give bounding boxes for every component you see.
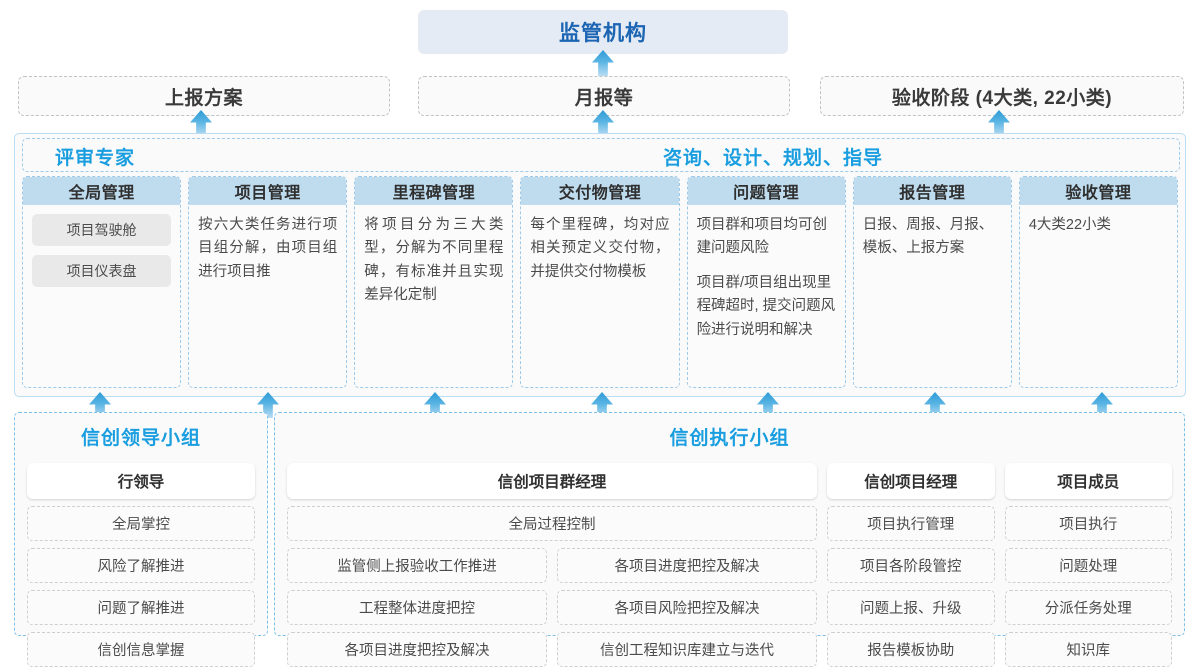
chip-item[interactable]: 项目仪表盘	[32, 255, 172, 287]
leading-group-role[interactable]: 行领导	[27, 463, 255, 499]
column-title: 报告管理	[853, 177, 1011, 205]
management-columns: 全局管理 项目驾驶舱 项目仪表盘 项目管理 按六大类任务进行项目组分解，由项目组…	[22, 176, 1178, 388]
report-box-plan: 上报方案	[18, 76, 390, 116]
report-box-acceptance: 验收阶段 (4大类, 22小类)	[820, 76, 1184, 116]
list-item[interactable]: 全局过程控制	[287, 506, 817, 541]
column-paragraph: 每个里程碑，均对应相关预定义交付物，并提供交付物模板	[530, 217, 670, 280]
list-item[interactable]: 风险了解推进	[27, 548, 255, 583]
exec-project-manager: 信创项目经理 项目执行管理 项目各阶段管控 问题上报、升级 报告模板协助	[827, 463, 995, 667]
program-manager-row: 工程整体进度把控 各项目风险把控及解决	[287, 590, 817, 625]
exec-role-project-manager[interactable]: 信创项目经理	[827, 463, 995, 499]
program-manager-row: 监管侧上报验收工作推进 各项目进度把控及解决	[287, 548, 817, 583]
exec-role-program-manager[interactable]: 信创项目群经理	[287, 463, 817, 499]
column-issue-management[interactable]: 问题管理 项目群和项目均可创建问题风险 项目群/项目组出现里程碑超时, 提交问题…	[686, 176, 846, 388]
column-paragraph: 4大类22小类	[1028, 217, 1112, 233]
leading-group-stack: 行领导 全局掌控 风险了解推进 问题了解推进 信创信息掌握	[27, 463, 255, 667]
exec-group-columns: 信创项目群经理 全局过程控制 监管侧上报验收工作推进 各项目进度把控及解决 工程…	[287, 463, 1172, 667]
regulator-label: 监管机构	[559, 22, 647, 45]
column-title: 问题管理	[687, 177, 845, 205]
report-box-monthly: 月报等	[418, 76, 790, 116]
column-global-management[interactable]: 全局管理 项目驾驶舱 项目仪表盘	[22, 176, 182, 388]
leading-group-title: 信创领导小组	[80, 428, 201, 449]
list-item[interactable]: 问题处理	[1004, 548, 1172, 583]
list-item[interactable]: 问题上报、升级	[827, 590, 995, 625]
list-item[interactable]: 项目执行	[1004, 506, 1172, 541]
report-label: 月报等	[574, 87, 634, 109]
column-paragraph: 将项目分为三大类型，分解为不同里程碑，有标准并且实现差异化定制	[364, 217, 504, 304]
column-body: 项目驾驶舱 项目仪表盘	[23, 205, 180, 387]
column-title: 里程碑管理	[355, 177, 513, 205]
column-paragraph: 项目群和项目均可创建问题风险	[696, 217, 828, 257]
list-item[interactable]: 问题了解推进	[27, 590, 255, 625]
band-label-consulting: 咨询、设计、规划、指导	[663, 148, 884, 169]
list-item[interactable]: 监管侧上报验收工作推进	[287, 548, 547, 583]
column-acceptance-management[interactable]: 验收管理 4大类22小类	[1018, 176, 1178, 388]
chip-item[interactable]: 项目驾驶舱	[32, 214, 172, 246]
column-title: 交付物管理	[521, 177, 679, 205]
report-label: 上报方案	[164, 87, 243, 109]
exec-role-member[interactable]: 项目成员	[1004, 463, 1172, 499]
org-diagram: 监管机构 上报方案 月报等 验收阶段 (4大类, 22小类) 评审专家 咨询、设…	[14, 10, 1186, 667]
leading-group-panel: 信创领导小组 行领导 全局掌控 风险了解推进 问题了解推进 信创信息掌握	[14, 412, 268, 667]
column-milestone-management[interactable]: 里程碑管理 将项目分为三大类型，分解为不同里程碑，有标准并且实现差异化定制	[354, 176, 514, 388]
list-item[interactable]: 各项目风险把控及解决	[557, 590, 817, 625]
column-body: 将项目分为三大类型，分解为不同里程碑，有标准并且实现差异化定制	[355, 205, 512, 387]
exec-group-panel: 信创执行小组 信创项目群经理 全局过程控制 监管侧上报验收工作推进 各项目进度把…	[274, 412, 1185, 667]
column-paragraph: 项目群/项目组出现里程碑超时, 提交问题风险进行说明和解决	[696, 274, 836, 338]
column-project-management[interactable]: 项目管理 按六大类任务进行项目组分解，由项目组进行项目推	[188, 176, 348, 388]
exec-program-manager: 信创项目群经理 全局过程控制 监管侧上报验收工作推进 各项目进度把控及解决 工程…	[287, 463, 817, 667]
list-item[interactable]: 各项目进度把控及解决	[557, 548, 817, 583]
column-body: 4大类22小类	[1020, 205, 1177, 387]
list-item[interactable]: 工程整体进度把控	[287, 590, 547, 625]
exec-group-title: 信创执行小组	[669, 428, 790, 449]
platform-band-header: 评审专家 咨询、设计、规划、指导	[22, 138, 1180, 172]
column-body: 每个里程碑，均对应相关预定义交付物，并提供交付物模板	[521, 205, 678, 387]
list-item[interactable]: 项目执行管理	[827, 506, 995, 541]
list-item[interactable]: 全局掌控	[27, 506, 255, 541]
column-body: 项目群和项目均可创建问题风险 项目群/项目组出现里程碑超时, 提交问题风险进行说…	[688, 205, 845, 387]
column-deliverable-management[interactable]: 交付物管理 每个里程碑，均对应相关预定义交付物，并提供交付物模板	[520, 176, 680, 388]
column-title: 全局管理	[23, 177, 181, 205]
column-paragraph: 按六大类任务进行项目组分解，由项目组进行项目推	[198, 217, 338, 280]
list-item[interactable]: 分派任务处理	[1004, 590, 1172, 625]
column-body: 按六大类任务进行项目组分解，由项目组进行项目推	[189, 205, 346, 387]
exec-project-member: 项目成员 项目执行 问题处理 分派任务处理 知识库	[1004, 463, 1172, 667]
column-title: 验收管理	[1019, 177, 1177, 205]
column-body: 日报、周报、月报、模板、上报方案	[854, 205, 1011, 387]
column-title: 项目管理	[189, 177, 347, 205]
column-report-management[interactable]: 报告管理 日报、周报、月报、模板、上报方案	[852, 176, 1012, 388]
list-item[interactable]: 项目各阶段管控	[827, 548, 995, 583]
report-label: 验收阶段 (4大类, 22小类)	[891, 87, 1113, 109]
band-label-review-expert: 评审专家	[55, 148, 136, 169]
regulator-box: 监管机构	[418, 10, 788, 54]
column-paragraph: 日报、周报、月报、模板、上报方案	[862, 217, 994, 257]
